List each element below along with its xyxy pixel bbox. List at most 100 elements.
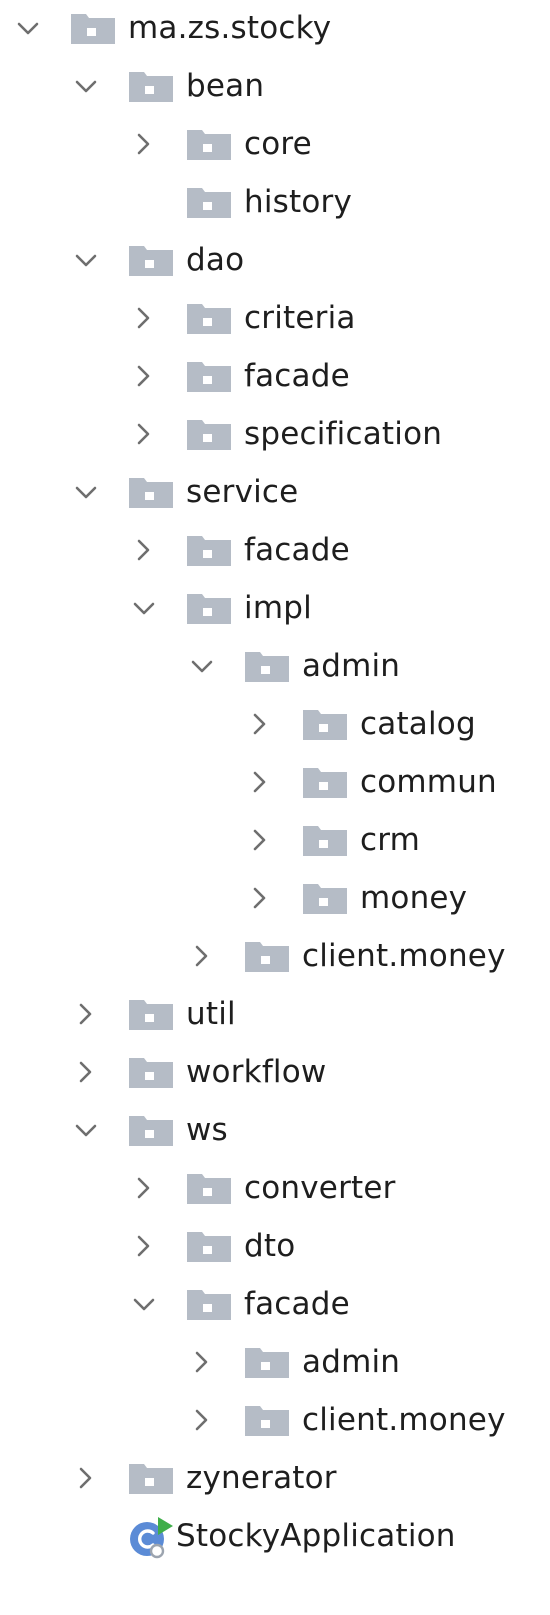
chevron-right-icon[interactable] (246, 885, 274, 913)
tree-row-label: service (186, 474, 299, 510)
chevron-right-icon[interactable] (188, 943, 216, 971)
folder-icon (128, 1113, 174, 1147)
chevron-right-icon[interactable] (246, 769, 274, 797)
tree-row-workflow[interactable]: workflow (0, 1044, 550, 1102)
folder-icon (186, 591, 232, 625)
tree-row-catalog[interactable]: catalog (0, 696, 550, 754)
chevron-right-icon[interactable] (188, 1407, 216, 1435)
chevron-right-icon[interactable] (72, 1465, 100, 1493)
chevron-right-icon[interactable] (246, 827, 274, 855)
tree-row-admin[interactable]: admin (0, 1334, 550, 1392)
tree-row-label: crm (360, 822, 421, 858)
tree-row-label: facade (244, 1286, 350, 1322)
tree-row-label: StockyApplication (176, 1518, 456, 1554)
tree-row-label: impl (244, 590, 312, 626)
folder-icon (244, 649, 290, 683)
chevron-right-icon[interactable] (188, 1349, 216, 1377)
tree-row-label: bean (186, 68, 265, 104)
tree-row-label: workflow (186, 1054, 327, 1090)
tree-row-label: core (244, 126, 312, 162)
tree-row-service[interactable]: service (0, 464, 550, 522)
tree-row-label: converter (244, 1170, 396, 1206)
tree-row-label: specification (244, 416, 443, 452)
folder-icon (302, 823, 348, 857)
folder-icon (186, 1171, 232, 1205)
tree-row-dto[interactable]: dto (0, 1218, 550, 1276)
tree-row-criteria[interactable]: criteria (0, 290, 550, 348)
tree-row-facade[interactable]: facade (0, 522, 550, 580)
tree-row-commun[interactable]: commun (0, 754, 550, 812)
chevron-right-icon[interactable] (130, 421, 158, 449)
tree-row-crm[interactable]: crm (0, 812, 550, 870)
tree-row-stockyapplication[interactable]: StockyApplication (0, 1508, 550, 1566)
chevron-down-icon[interactable] (72, 247, 100, 275)
tree-row-label: facade (244, 358, 350, 394)
tree-row-money[interactable]: money (0, 870, 550, 928)
folder-icon (128, 997, 174, 1031)
chevron-down-icon[interactable] (14, 15, 42, 43)
folder-icon (128, 243, 174, 277)
folder-icon (244, 1403, 290, 1437)
tree-row-dao[interactable]: dao (0, 232, 550, 290)
folder-icon (186, 417, 232, 451)
chevron-right-icon[interactable] (72, 1001, 100, 1029)
tree-row-util[interactable]: util (0, 986, 550, 1044)
chevron-right-icon[interactable] (130, 1175, 158, 1203)
folder-icon (70, 11, 116, 45)
tree-row-impl[interactable]: impl (0, 580, 550, 638)
tree-row-converter[interactable]: converter (0, 1160, 550, 1218)
tree-row-label: ma.zs.stocky (128, 10, 332, 46)
tree-row-label: client.money (302, 938, 506, 974)
folder-icon (186, 185, 232, 219)
tree-row-label: dto (244, 1228, 296, 1264)
chevron-right-icon[interactable] (246, 711, 274, 739)
tree-row-label: commun (360, 764, 497, 800)
tree-row-zynerator[interactable]: zynerator (0, 1450, 550, 1508)
chevron-down-icon[interactable] (130, 595, 158, 623)
folder-icon (186, 301, 232, 335)
folder-icon (128, 1461, 174, 1495)
folder-icon (186, 359, 232, 393)
tree-row-label: facade (244, 532, 350, 568)
chevron-down-icon[interactable] (72, 1117, 100, 1145)
tree-row-facade[interactable]: facade (0, 1276, 550, 1334)
tree-row-label: admin (302, 648, 401, 684)
chevron-right-icon[interactable] (130, 537, 158, 565)
tree-row-label: catalog (360, 706, 476, 742)
folder-icon (302, 707, 348, 741)
tree-row-label: dao (186, 242, 245, 278)
tree-row-label: ws (186, 1112, 228, 1148)
chevron-down-icon[interactable] (72, 73, 100, 101)
chevron-right-icon[interactable] (130, 363, 158, 391)
tree-row-client-money[interactable]: client.money (0, 1392, 550, 1450)
chevron-right-icon[interactable] (130, 305, 158, 333)
chevron-right-icon[interactable] (72, 1059, 100, 1087)
tree-row-bean[interactable]: bean (0, 58, 550, 116)
chevron-right-icon[interactable] (130, 131, 158, 159)
chevron-down-icon[interactable] (72, 479, 100, 507)
folder-icon (186, 1287, 232, 1321)
folder-icon (302, 881, 348, 915)
tree-row-ws[interactable]: ws (0, 1102, 550, 1160)
tree-row-label: client.money (302, 1402, 506, 1438)
chevron-down-icon[interactable] (130, 1291, 158, 1319)
tree-row-ma-zs-stocky[interactable]: ma.zs.stocky (0, 0, 550, 58)
folder-icon (128, 475, 174, 509)
tree-row-admin[interactable]: admin (0, 638, 550, 696)
chevron-right-icon[interactable] (130, 1233, 158, 1261)
tree-row-label: zynerator (186, 1460, 337, 1496)
tree-row-label: criteria (244, 300, 356, 336)
tree-row-specification[interactable]: specification (0, 406, 550, 464)
chevron-down-icon[interactable] (188, 653, 216, 681)
tree-row-core[interactable]: core (0, 116, 550, 174)
tree-row-facade[interactable]: facade (0, 348, 550, 406)
folder-icon (186, 533, 232, 567)
tree-row-client-money[interactable]: client.money (0, 928, 550, 986)
tree-row-history[interactable]: history (0, 174, 550, 232)
tree-row-label: history (244, 184, 353, 220)
spring-boot-class-icon (126, 1514, 178, 1560)
folder-icon (186, 127, 232, 161)
tree-row-label: admin (302, 1344, 401, 1380)
folder-icon (186, 1229, 232, 1263)
